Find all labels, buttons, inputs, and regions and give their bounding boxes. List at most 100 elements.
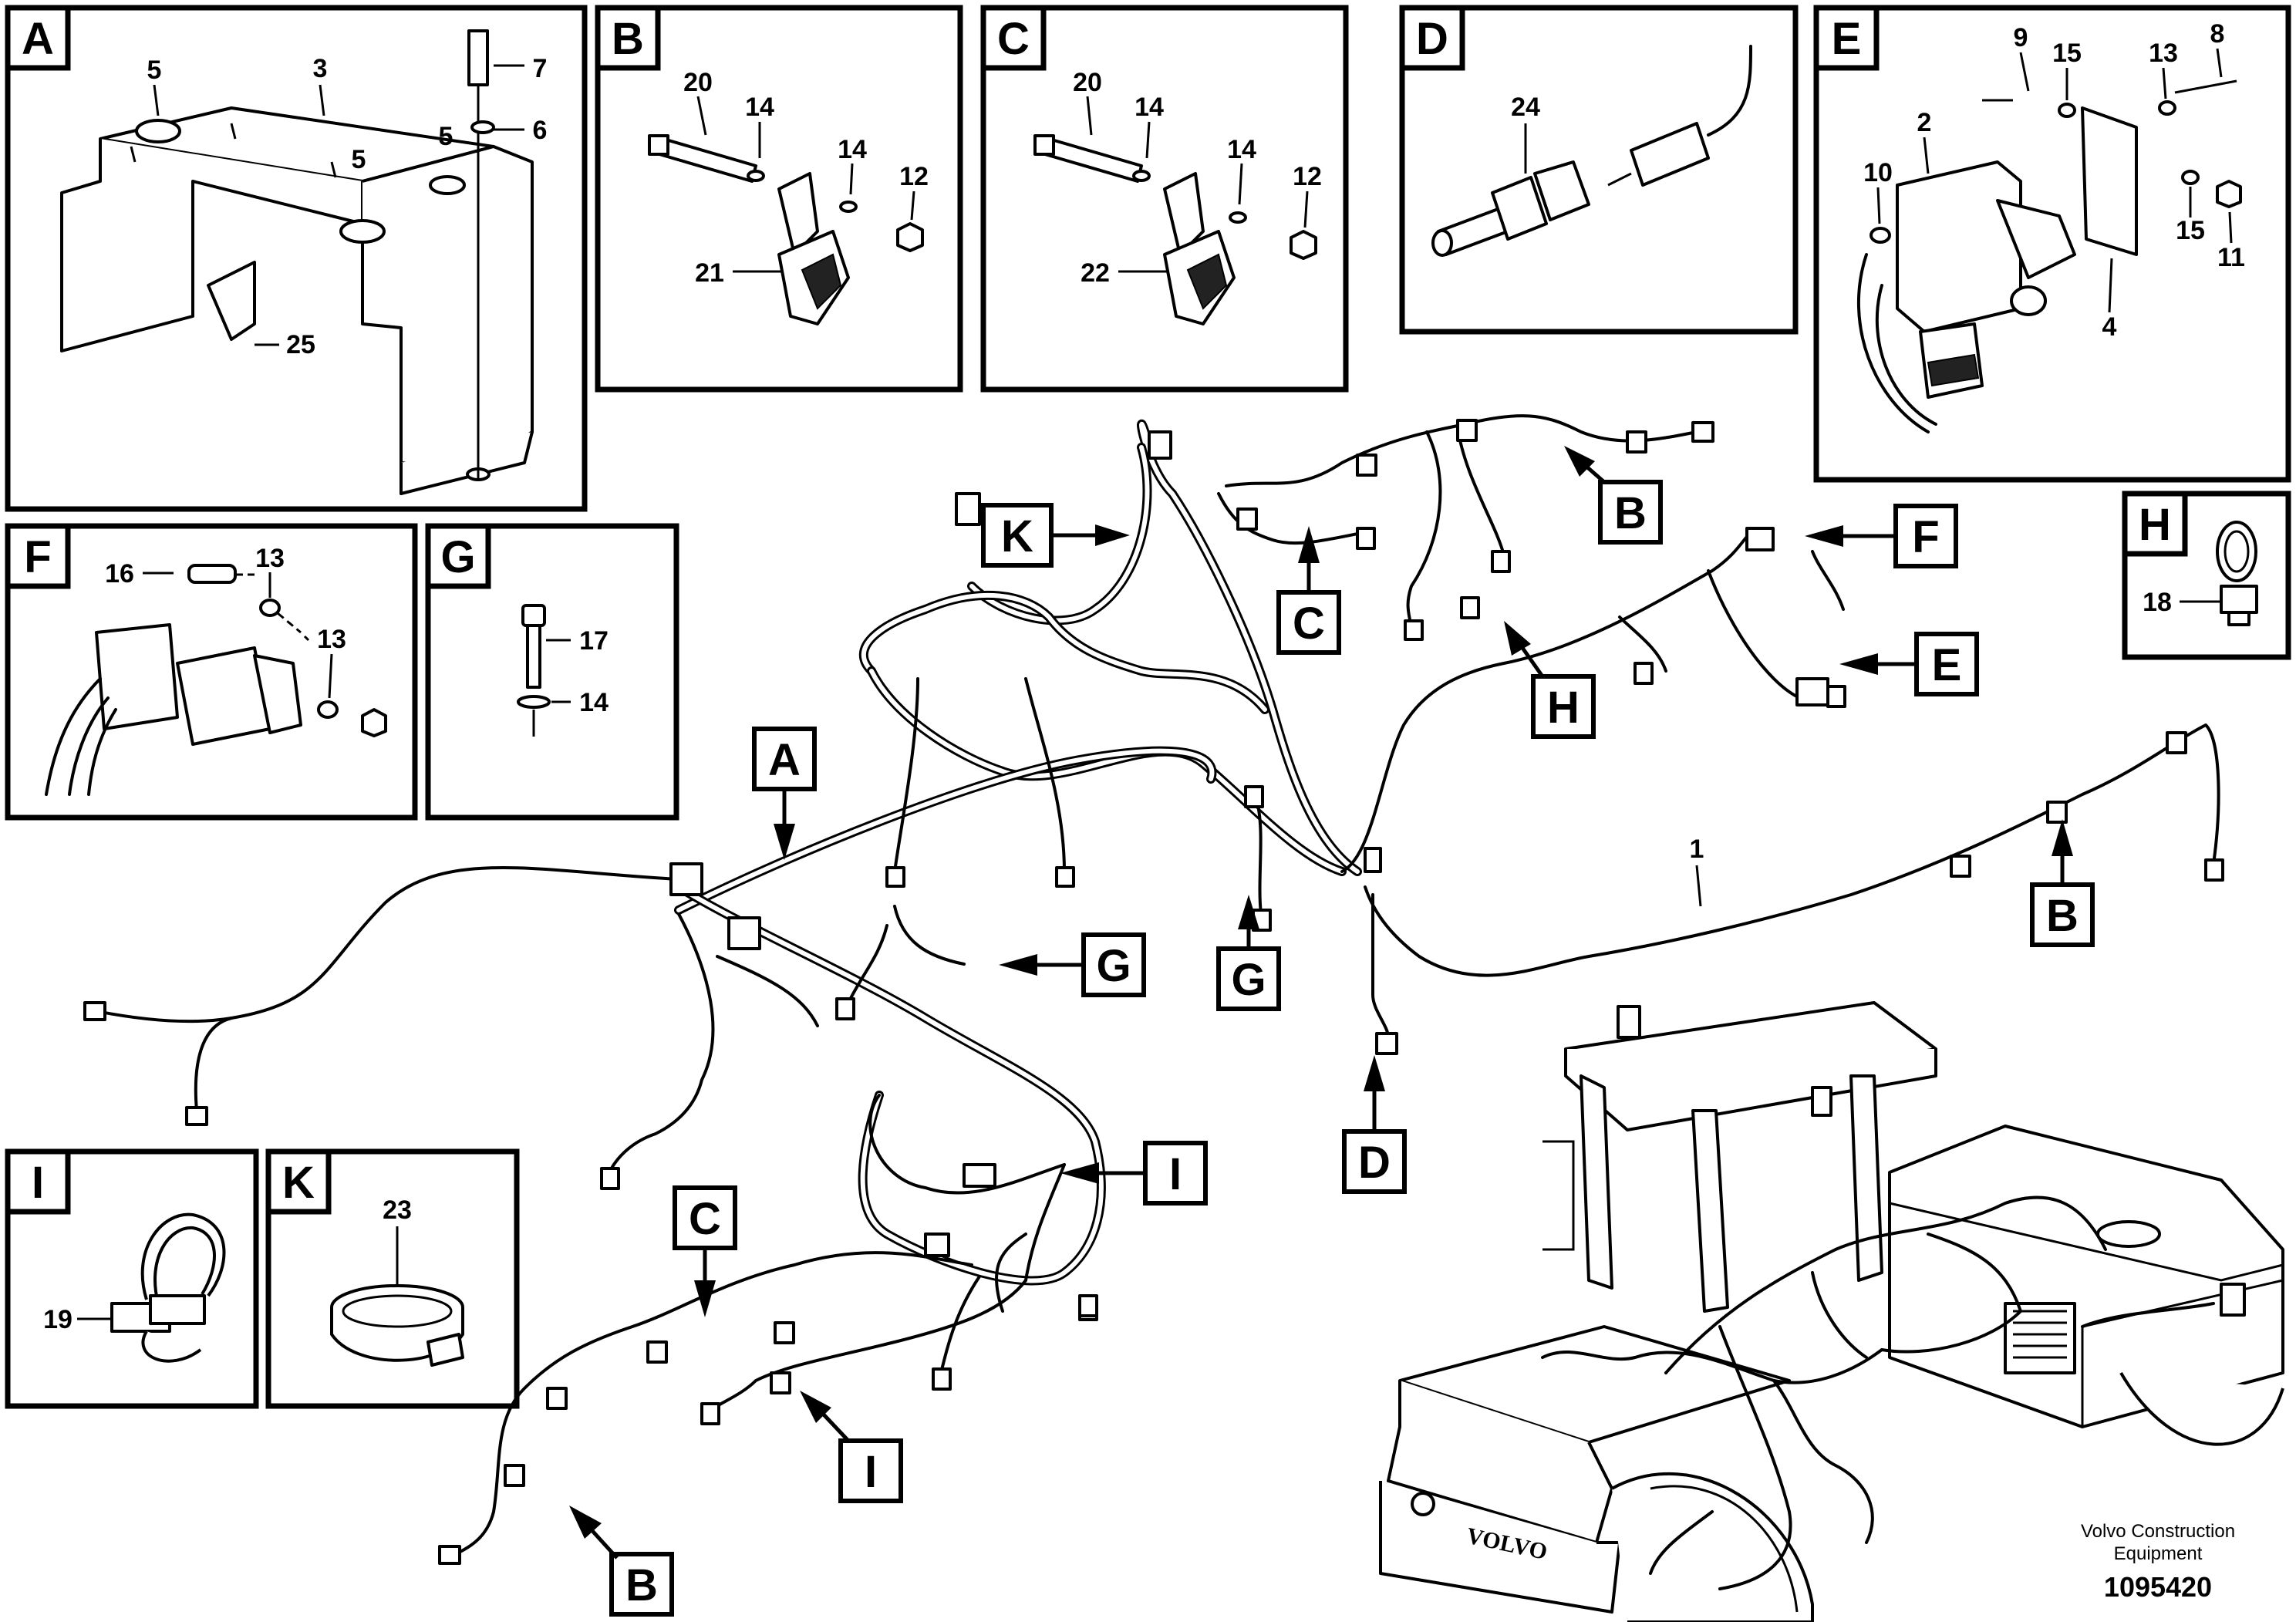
- main-part-number: 1: [1690, 835, 1704, 864]
- connector-drawing: [648, 134, 924, 325]
- panel-f-letter: F: [24, 532, 51, 582]
- part-num-a5: 5: [352, 145, 366, 174]
- callout-e-label: E: [1932, 640, 1962, 690]
- callout-g-right-label: G: [1231, 955, 1266, 1005]
- part-num-c3: 12: [1293, 162, 1322, 191]
- callout-b-bottom: B: [569, 1506, 674, 1617]
- part-num-h0: 18: [2143, 588, 2172, 617]
- panel-c-letter: C: [997, 14, 1030, 64]
- callout-c-top-label: C: [1293, 599, 1325, 649]
- callout-g-left: G: [999, 932, 1146, 997]
- panel-a: A 5 3 7 5 6 5 25: [5, 5, 588, 512]
- panel-e: E 9 15 13 8 2 10 15: [1813, 5, 2291, 483]
- callout-c-bottom-label: C: [689, 1194, 721, 1244]
- part-num-g1: 14: [579, 688, 609, 717]
- part-num-f0: 16: [105, 559, 134, 588]
- screw-drawing: [517, 604, 551, 737]
- footer-company: Volvo Construction: [2081, 1521, 2235, 1542]
- sensor-drawing: [1431, 45, 1752, 257]
- callout-b-right: B: [2030, 819, 2095, 947]
- wiring-harness: [83, 414, 2224, 1565]
- callout-g-right: G: [1216, 895, 1281, 1011]
- part-num-e0: 9: [2014, 23, 2028, 52]
- part-num-c2: 14: [1227, 135, 1256, 164]
- part-num-e6: 15: [2176, 216, 2205, 245]
- callout-c-bottom: C: [673, 1185, 737, 1317]
- footer-company-line2: Equipment: [2114, 1543, 2203, 1564]
- panel-d-letter: D: [1416, 14, 1448, 64]
- panel-k-letter: K: [282, 1158, 315, 1208]
- connector-drawing: [1033, 134, 1317, 325]
- callout-b-top-label: B: [1614, 488, 1647, 538]
- part-num-k0: 23: [383, 1195, 412, 1225]
- callout-a-main: A: [752, 727, 817, 860]
- part-num-e2: 13: [2149, 39, 2178, 68]
- panel-a-letter: A: [22, 14, 54, 64]
- relay-drawing: [45, 564, 387, 796]
- roller-machine-drawing: VOLVO: [1379, 1001, 2284, 1622]
- part-num-e4: 2: [1917, 108, 1932, 137]
- callout-i-upper: I: [1060, 1141, 1208, 1206]
- part-num-a1: 3: [313, 54, 328, 83]
- panel-b: B 20 14 14 12 21: [595, 5, 963, 393]
- part-num-b2: 14: [838, 135, 867, 164]
- part-num-b0: 20: [683, 68, 713, 97]
- part-num-a6: 25: [286, 330, 315, 359]
- part-num-b1: 14: [745, 93, 774, 122]
- part-num-b3: 12: [899, 162, 929, 191]
- callout-f-label: F: [1912, 512, 1939, 562]
- callout-e: E: [1839, 632, 1979, 696]
- callout-f: F: [1805, 504, 1958, 568]
- part-num-c0: 20: [1073, 68, 1102, 97]
- callout-k-label: K: [1001, 511, 1033, 561]
- part-num-e5: 10: [1863, 158, 1893, 187]
- callout-h-label: H: [1547, 683, 1580, 733]
- panel-c: C 20 14 14 12 22: [980, 5, 1349, 393]
- callout-b-right-label: B: [2046, 891, 2079, 941]
- part-num-a0: 5: [147, 56, 162, 85]
- part-num-g0: 17: [579, 626, 609, 656]
- panel-b-letter: B: [612, 14, 644, 64]
- switch-drawing: [1856, 79, 2242, 433]
- panel-i: I 19: [5, 1148, 259, 1409]
- callout-d-label: D: [1358, 1138, 1391, 1188]
- panel-i-letter: I: [32, 1158, 44, 1208]
- callout-i-upper-label: I: [1169, 1149, 1182, 1199]
- part-num-c4: 22: [1081, 258, 1110, 288]
- velcro-strap-drawing: [330, 1284, 464, 1367]
- callout-k: K: [981, 503, 1130, 568]
- panel-d: D 24: [1399, 5, 1799, 335]
- clip-drawing: [2216, 521, 2258, 626]
- part-num-e7: 11: [2217, 243, 2245, 272]
- panel-h-letter: H: [2139, 500, 2171, 550]
- part-num-f2: 13: [317, 625, 346, 654]
- part-num-b4: 21: [695, 258, 724, 288]
- part-num-e8: 4: [2102, 312, 2117, 342]
- part-num-e1: 15: [2052, 39, 2082, 68]
- panel-g: G 17 14: [425, 523, 679, 821]
- footer-doc-number: 1095420: [2104, 1571, 2212, 1603]
- part-num-e3: 8: [2210, 19, 2225, 49]
- panel-e-letter: E: [1832, 14, 1862, 64]
- callout-b-bottom-label: B: [625, 1560, 658, 1610]
- callout-h: H: [1504, 621, 1596, 739]
- callout-a-main-label: A: [768, 735, 801, 785]
- part-num-i0: 19: [43, 1305, 72, 1334]
- callout-g-left-label: G: [1096, 941, 1131, 991]
- panel-g-letter: G: [440, 532, 475, 582]
- bracket-drawing: [60, 29, 534, 495]
- part-num-f1: 13: [255, 544, 285, 573]
- panel-h: H 18: [2122, 491, 2291, 660]
- part-num-a3: 5: [439, 122, 453, 151]
- part-num-a4: 6: [533, 116, 548, 145]
- part-num-a2: 7: [533, 54, 548, 83]
- callout-d: D: [1342, 1055, 1407, 1194]
- callout-b-top: B: [1564, 446, 1663, 545]
- callout-c-top: C: [1276, 526, 1341, 655]
- callout-i-lower: I: [800, 1391, 903, 1503]
- part-num-c1: 14: [1135, 93, 1164, 122]
- tie-drawing: [110, 1212, 226, 1363]
- panel-k: K 23: [265, 1148, 520, 1409]
- panel-f: F 16 13 13: [5, 523, 418, 821]
